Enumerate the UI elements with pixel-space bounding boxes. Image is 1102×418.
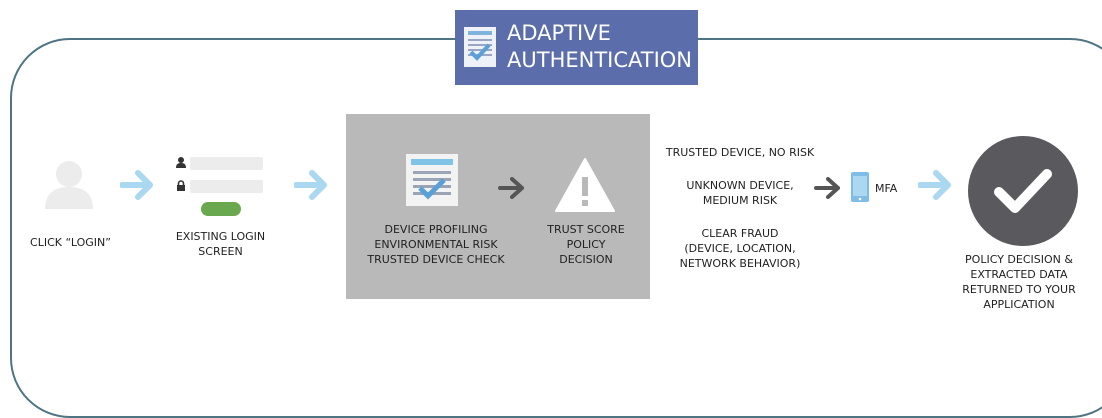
arrow-right-2	[294, 170, 327, 200]
document-check-icon	[406, 154, 458, 206]
trusted-device-label: TRUSTED DEVICE, NO RISK	[665, 146, 815, 159]
login-button	[201, 202, 241, 216]
unknown-device-label: UNKNOWN DEVICE, MEDIUM RISK	[686, 179, 794, 207]
arrow-right-dark-1	[498, 177, 524, 199]
title-banner: ADAPTIVE AUTHENTICATION	[455, 10, 698, 85]
trust-score-label: TRUST SCORE POLICY DECISION	[547, 223, 625, 266]
diagram-title: ADAPTIVE AUTHENTICATION	[507, 21, 693, 72]
document-check-icon	[464, 27, 496, 67]
policy-decision-label: POLICY DECISION & EXTRACTED DATA RETURNE…	[962, 253, 1076, 311]
arrow-right-dark-2	[814, 177, 840, 199]
password-field	[190, 180, 263, 193]
click-login-label: CLICK “LOGIN”	[30, 236, 111, 249]
mfa-label: MFA	[875, 182, 898, 195]
warning-icon	[555, 158, 615, 212]
arrow-right-3	[918, 170, 951, 200]
clear-fraud-label: CLEAR FRAUD (DEVICE, LOCATION, NETWORK B…	[679, 227, 801, 270]
username-field	[190, 157, 263, 170]
device-profiling-label: DEVICE PROFILING ENVIRONMENTAL RISK TRUS…	[367, 223, 505, 266]
mobile-phone-icon	[851, 172, 869, 202]
user-icon	[176, 157, 186, 168]
arrow-right-1	[120, 170, 153, 200]
lock-icon	[177, 180, 185, 191]
policy-decision-circle	[968, 136, 1078, 246]
user-silhouette-icon	[45, 161, 93, 209]
login-screen-label: EXISTING LOGIN SCREEN	[175, 230, 266, 258]
checkmark-icon	[994, 169, 1052, 213]
